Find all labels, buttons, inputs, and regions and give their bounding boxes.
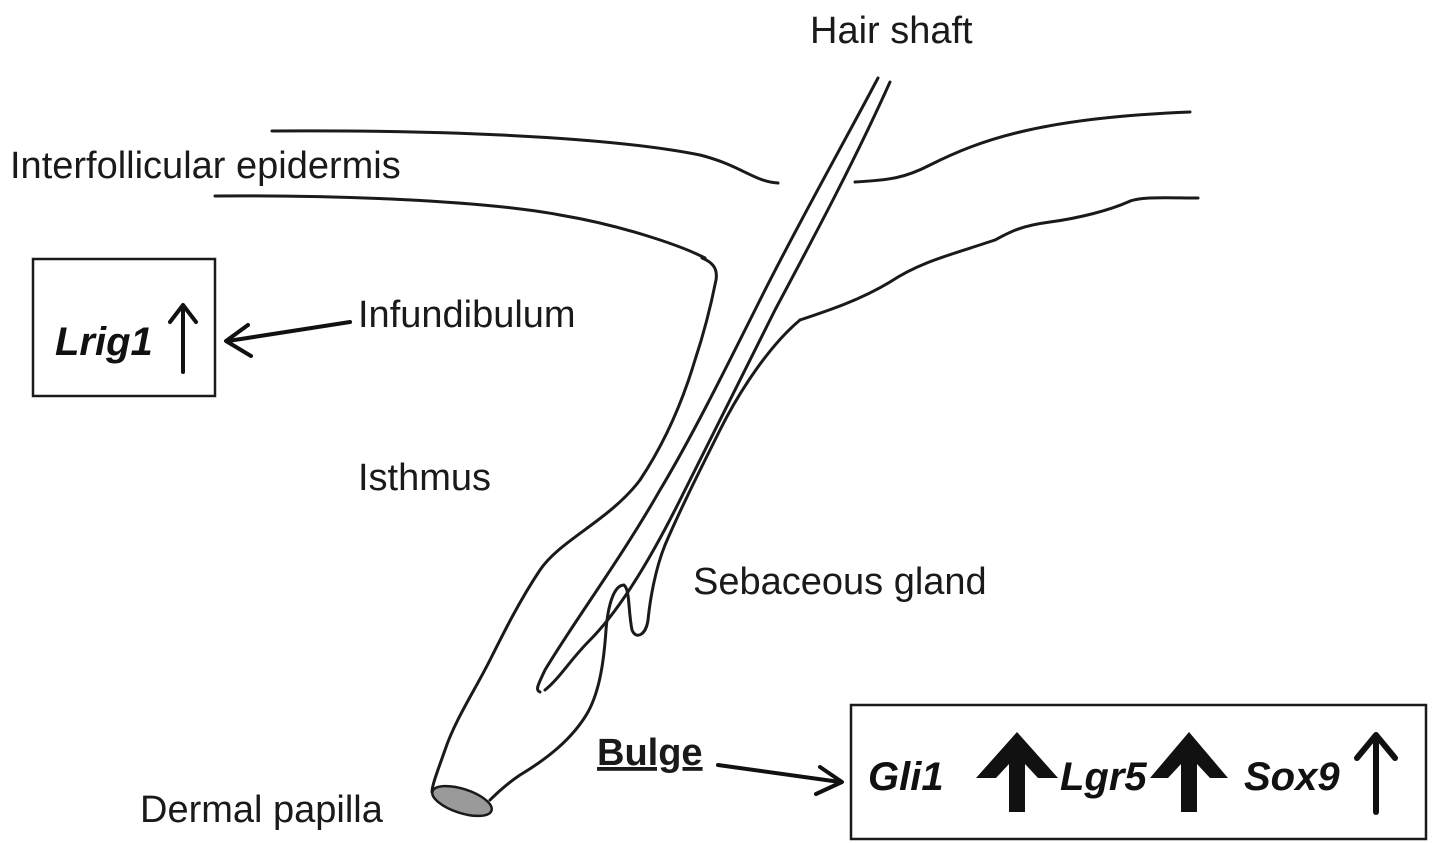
interfollicular-epidermis-label: Interfollicular epidermis [10,145,401,187]
lrig1-gene-label: Lrig1 [55,320,153,364]
sebaceous-gland-label: Sebaceous gland [693,561,987,603]
sox9-gene-label: Sox9 [1244,755,1340,799]
bulge-label: Bulge [597,732,703,774]
bulge-gene-box: Gli1 Lgr5 Sox9 [851,705,1426,839]
gli1-gene-label: Gli1 [868,755,944,799]
follicle-outer-right-wall [490,320,800,800]
lgr5-gene-label: Lgr5 [1060,755,1147,799]
epidermis-lower-left-line [215,196,705,258]
epidermis-lower-right-line [800,198,1198,320]
hair-shaft-label: Hair shaft [810,10,973,52]
isthmus-label: Isthmus [358,457,491,499]
dermal-papilla-label: Dermal papilla [140,789,384,831]
lrig1-box: Lrig1 [33,259,215,396]
epidermis-upper-right-line [855,112,1190,182]
dermal-papilla-shape [429,780,495,822]
infundibulum-label: Infundibulum [358,294,576,336]
